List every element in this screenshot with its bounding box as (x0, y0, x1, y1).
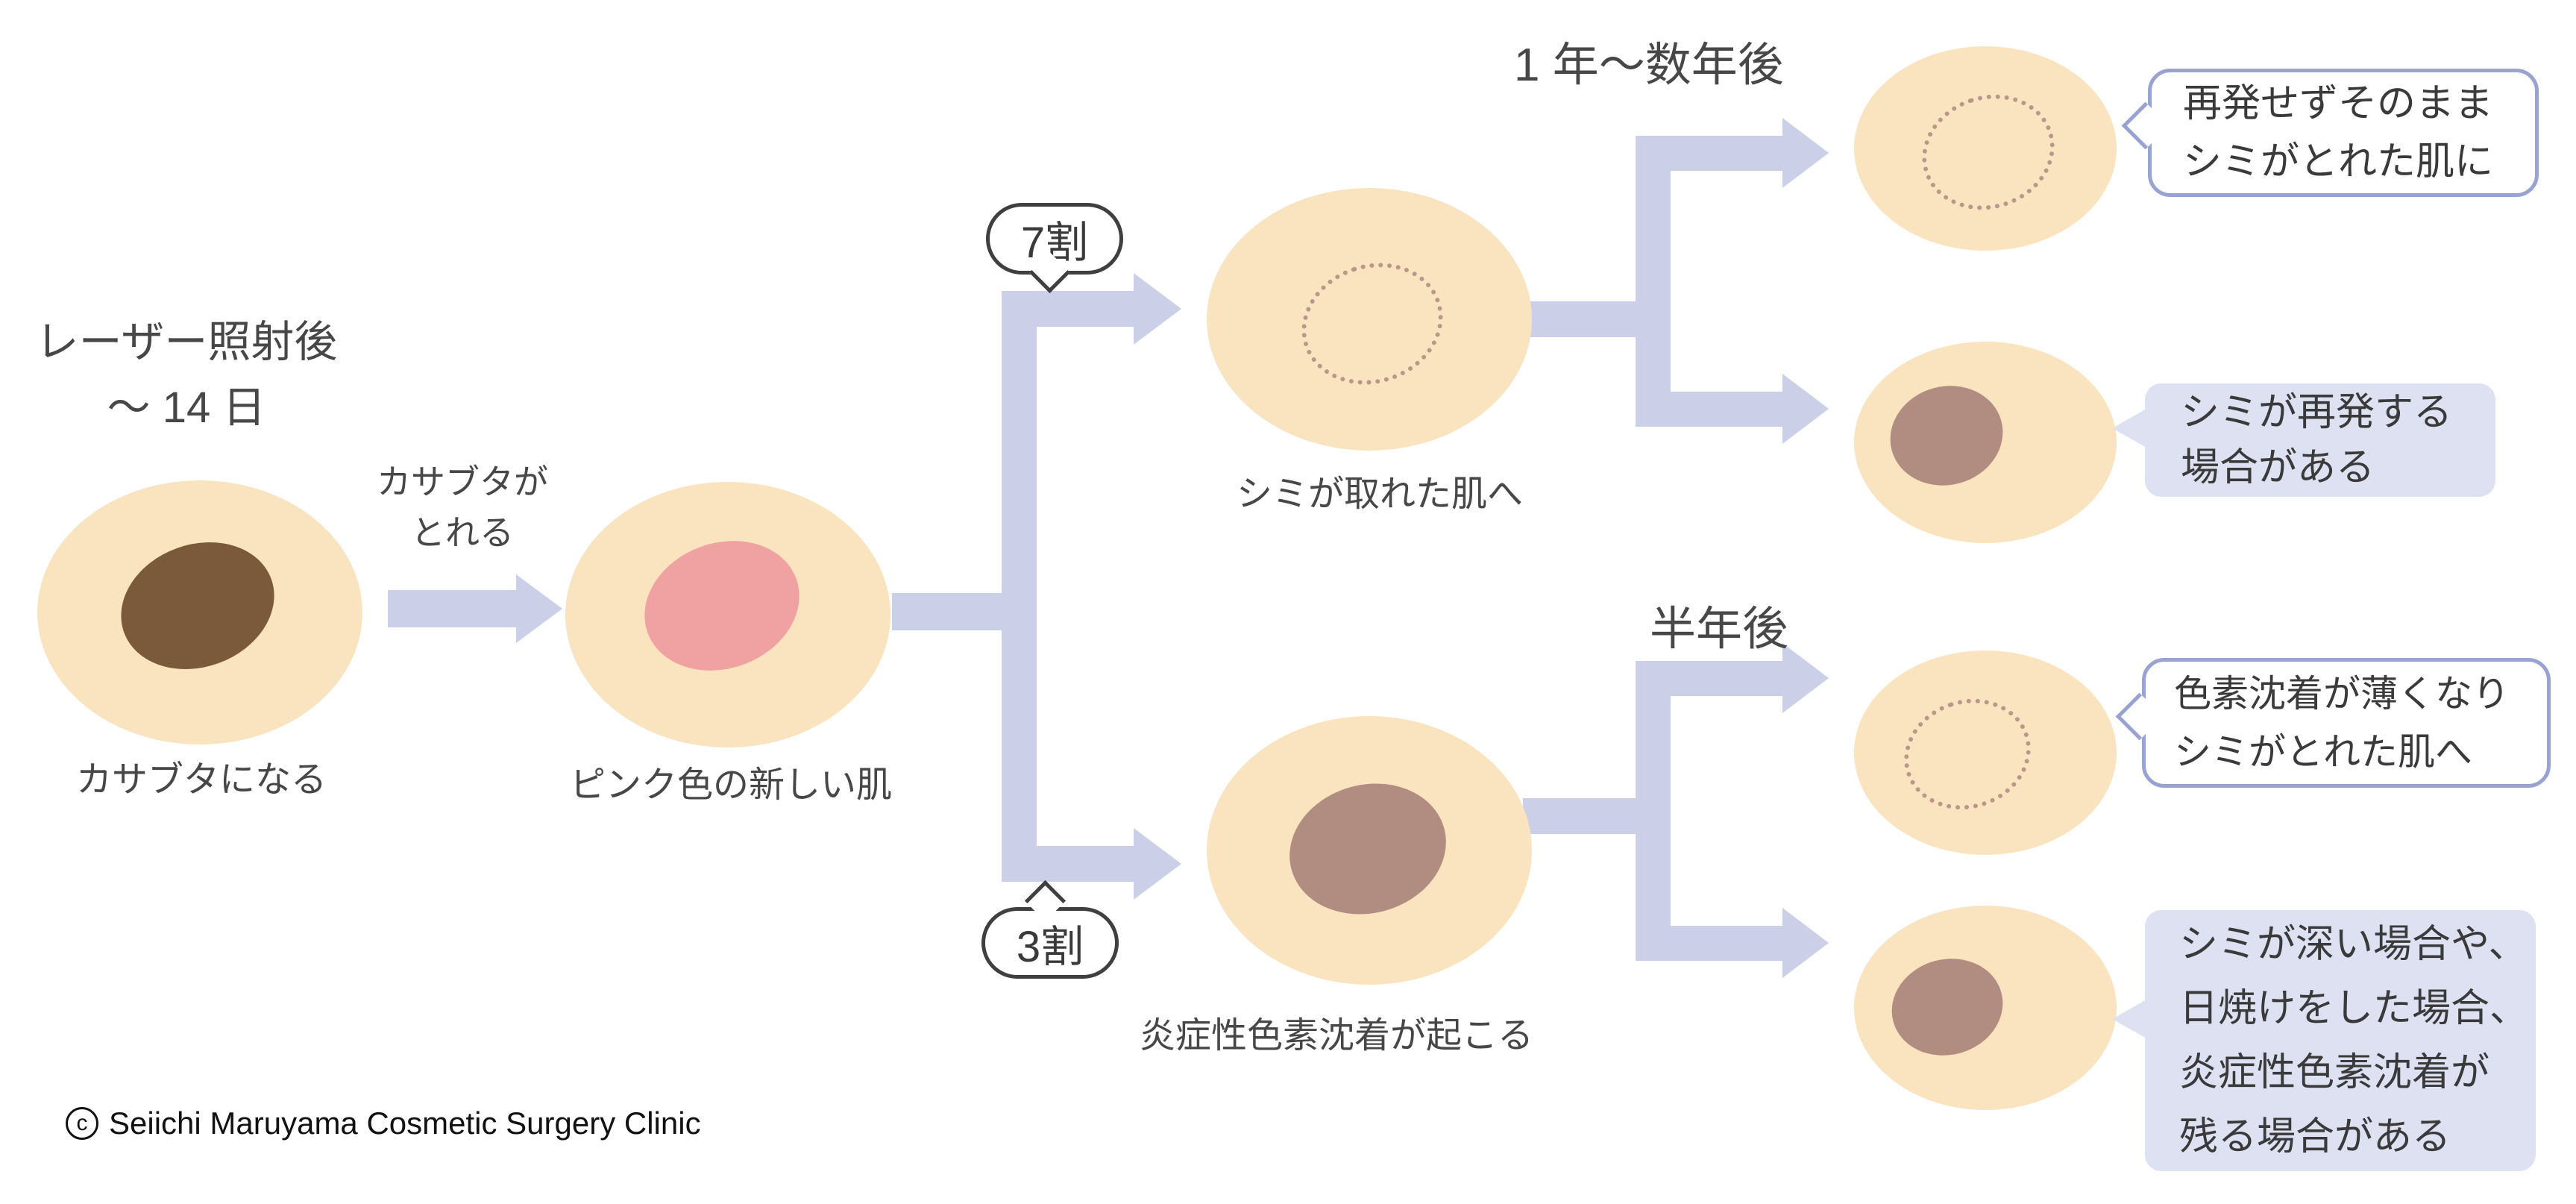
transition-line1: カサブタが (377, 463, 548, 501)
top-fork-upper-arrowhead (1782, 118, 1829, 188)
main-fork-top-arrowhead (1134, 273, 1181, 345)
recurrence-callout-tail (2112, 409, 2146, 448)
pigment-faded-callout: 色素沈着が薄くなり シミがとれた肌へ (2142, 658, 2551, 788)
skin-patch-spot-removed (1207, 188, 1532, 451)
bottom-branch-heading: 半年後 (1650, 603, 1789, 655)
copyright-symbol-icon: c (66, 1107, 98, 1140)
top-fork-stub (1523, 301, 1637, 337)
main-fork-bottom-arm (1035, 846, 1134, 882)
main-fork-top-arm (1035, 291, 1134, 327)
top-fork-lower-arrowhead (1782, 374, 1829, 444)
bottom-fork-stub (1523, 798, 1637, 834)
top-fork-lower-arm (1669, 392, 1782, 427)
no-recurrence-line1: 再発せずそのまま (2183, 82, 2494, 125)
pigment-remains-line2: 日焼けをした場合、 (2179, 987, 2529, 1030)
pigment-faded-line1: 色素沈着が薄くなり (2174, 673, 2510, 715)
top-branch-label: シミが取れた肌へ (1236, 474, 1523, 514)
pigment-faded-line2: シミがとれた肌へ (2174, 731, 2472, 773)
copyright-text: Seiichi Maruyama Cosmetic Surgery Clinic (109, 1106, 701, 1141)
top-branch-heading: 1 年～数年後 (1514, 40, 1784, 91)
pigment-remains-line3: 炎症性色素沈着が (2179, 1051, 2490, 1094)
stage2-label: ピンク色の新しい肌 (569, 765, 892, 805)
stage1-heading-line1: レーザー照射後 (35, 318, 338, 366)
bottom-branch-label: 炎症性色素沈着が起こる (1140, 1016, 1534, 1056)
pigment-remains-line1: シミが深い場合や、 (2179, 923, 2528, 966)
recurrence-line1: シミが再発する (2181, 391, 2453, 434)
arrow-1-head (516, 574, 562, 643)
stage1-heading-line2: ～ 14 日 (107, 383, 266, 432)
arrow-1-shaft (388, 590, 516, 627)
bottom-fork-upper-arrowhead (1782, 643, 1829, 713)
top-fork-upper-arm (1669, 136, 1782, 171)
skin-patch-pigment-faded (1854, 650, 2117, 855)
copyright: c Seiichi Maruyama Cosmetic Surgery Clin… (66, 1106, 701, 1141)
recurrence-callout: シミが再発する 場合がある (2145, 383, 2495, 497)
pigment-remains-callout-tail (2112, 1000, 2146, 1038)
probability-bubble-30: 3割 (981, 907, 1119, 979)
main-fork-vertical (1002, 291, 1037, 882)
skin-patch-no-recurrence (1854, 46, 2117, 251)
transition-note: カサブタが とれる (358, 457, 567, 558)
bottom-fork-lower-arm (1669, 926, 1782, 961)
pigment-remains-callout: シミが深い場合や、 日焼けをした場合、 炎症性色素沈着が 残る場合がある (2145, 910, 2536, 1171)
transition-line2: とれる (411, 513, 514, 552)
stage1-label: カサブタになる (75, 760, 327, 800)
pigment-remains-line4: 残る場合がある (2179, 1115, 2451, 1158)
bottom-fork-upper-arm (1669, 661, 1782, 696)
no-recurrence-line2: シミがとれた肌に (2183, 140, 2494, 184)
bottom-fork-lower-arrowhead (1782, 908, 1829, 978)
recurrence-line2: 場合がある (2181, 446, 2375, 489)
no-recurrence-callout: 再発せずそのまま シミがとれた肌に (2148, 69, 2539, 197)
stage1-heading: レーザー照射後 ～ 14 日 (26, 310, 347, 441)
top-fork-vertical (1636, 136, 1671, 427)
main-fork-bottom-arrowhead (1134, 828, 1181, 900)
main-fork-stub (892, 593, 1004, 630)
bottom-fork-vertical (1636, 661, 1671, 961)
